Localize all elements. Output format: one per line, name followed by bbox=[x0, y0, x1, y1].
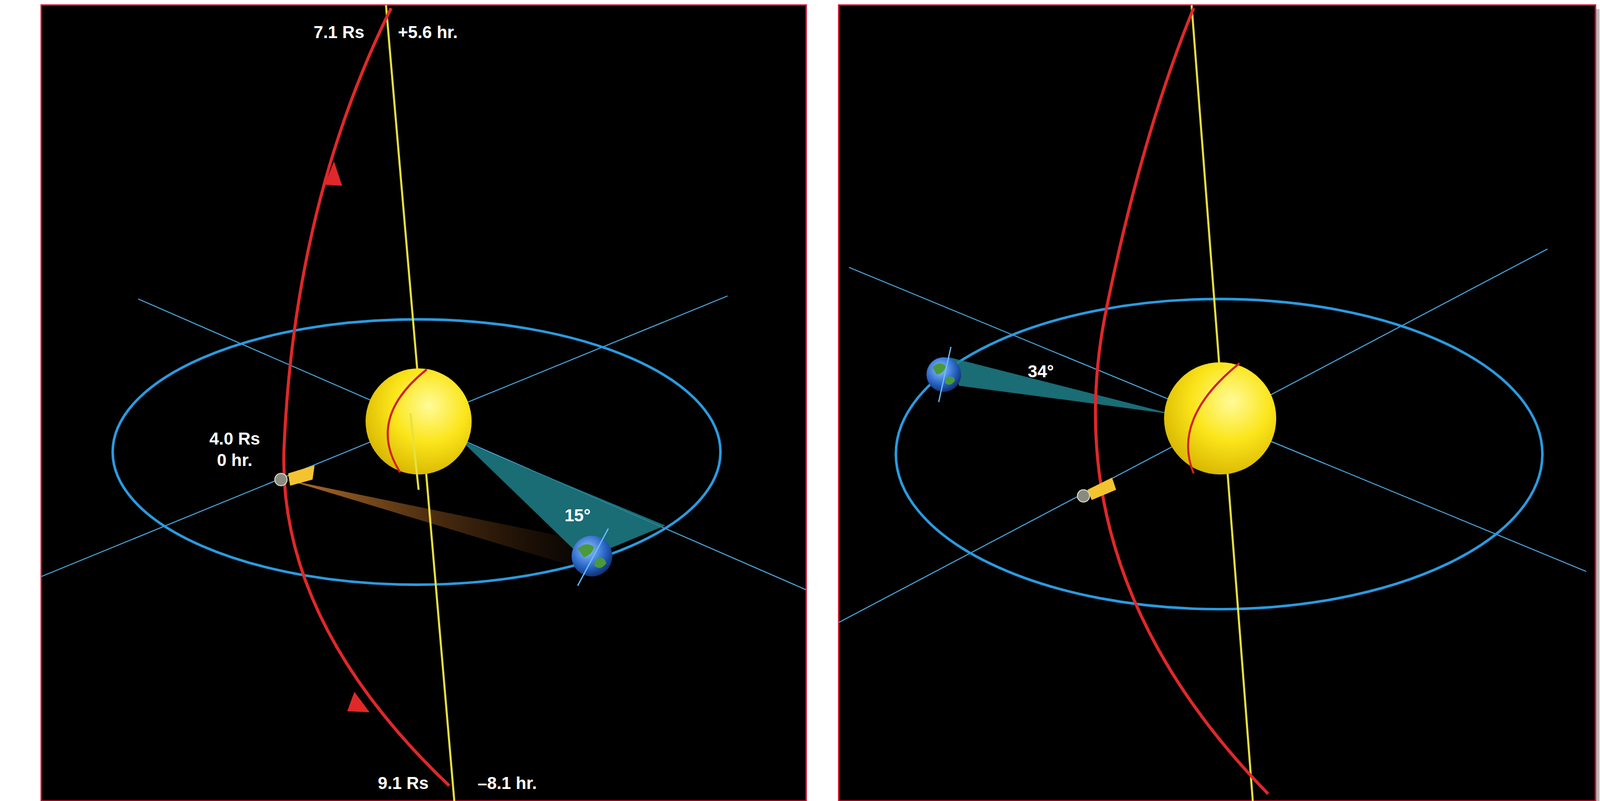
earth bbox=[571, 535, 613, 577]
distance-label: 4.0 Rs bbox=[209, 429, 260, 448]
sun-meridian bbox=[1188, 362, 1240, 474]
axis-line bbox=[838, 248, 1548, 623]
time-label: +5.6 hr. bbox=[397, 22, 458, 42]
time-label: –8.1 hr. bbox=[477, 773, 538, 793]
axis-line bbox=[41, 295, 728, 577]
angle-label: 15° bbox=[564, 505, 591, 525]
spacecraft-cone bbox=[1087, 477, 1117, 500]
time-label: 0 hr. bbox=[216, 450, 253, 470]
earth-axis bbox=[577, 528, 609, 586]
spacecraft bbox=[1077, 489, 1090, 502]
trajectory bbox=[283, 8, 450, 786]
distance-label: 9.1 Rs bbox=[378, 773, 429, 793]
sun-axis bbox=[410, 413, 419, 490]
angle-label: 34° bbox=[1027, 361, 1054, 381]
axis-line bbox=[138, 298, 807, 590]
sun bbox=[365, 368, 472, 475]
right-panel bbox=[838, 5, 1596, 801]
direction-arrow bbox=[324, 161, 343, 186]
sun-meridian bbox=[387, 369, 427, 472]
spacecraft-cone bbox=[287, 465, 315, 486]
sun bbox=[1164, 361, 1277, 475]
direction-arrow bbox=[347, 691, 370, 712]
earth bbox=[926, 356, 961, 392]
angle-wedge bbox=[461, 440, 666, 560]
right-scene bbox=[838, 5, 1586, 801]
earth-axis bbox=[938, 346, 951, 403]
axis-line bbox=[849, 267, 1587, 572]
angle-wedge bbox=[948, 356, 1173, 415]
distance-label: 7.1 Rs bbox=[313, 22, 365, 42]
spacecraft bbox=[274, 473, 287, 486]
earth-land bbox=[577, 543, 607, 568]
left-scene bbox=[41, 5, 807, 801]
left-panel bbox=[41, 5, 807, 801]
orbit-ellipse bbox=[895, 298, 1543, 609]
